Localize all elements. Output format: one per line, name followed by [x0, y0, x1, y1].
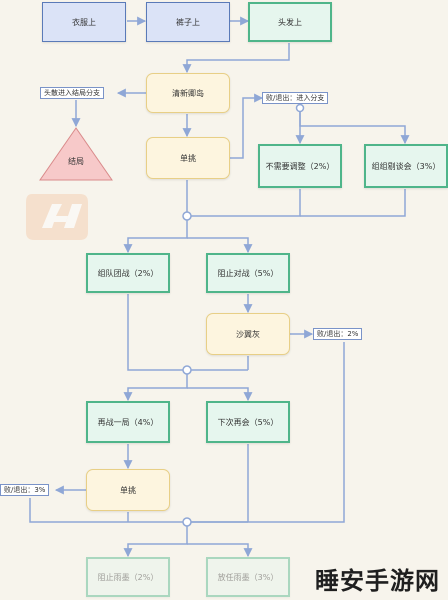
connector	[123, 526, 188, 558]
connector	[29, 498, 183, 523]
node-solo-2: 单挑	[86, 469, 170, 511]
tag-defeat-2: 败/退出：2%	[313, 328, 363, 340]
ending-triangle	[39, 127, 113, 181]
connector	[123, 374, 188, 402]
node-hair-up: 头发上	[248, 2, 332, 42]
node-sand-beauty: 沙翼灰	[206, 313, 290, 355]
node-solo-1: 单挑	[146, 137, 230, 179]
watermark-logo-icon	[26, 194, 88, 240]
node-clear-stage: 清新卿岛	[146, 73, 230, 113]
connector	[123, 220, 188, 254]
node-stop-fight: 阻止对战（5%）	[206, 253, 290, 293]
node-group-battle: 组队团战（2%）	[86, 253, 170, 293]
node-stop-rain: 阻止雨墨（2%）	[86, 557, 170, 597]
merge-node	[182, 211, 192, 221]
tag-defeat-branch: 败/退出：进入分支	[262, 92, 329, 104]
node-next-meet: 下次再会（5%）	[206, 401, 290, 443]
node-group-exit: 组组剔谈会（3%）	[364, 144, 448, 188]
connector	[191, 189, 301, 217]
connector	[187, 387, 253, 402]
node-fight-again: 再战一局（4%）	[86, 401, 170, 443]
merge-node	[182, 517, 192, 527]
connector	[182, 43, 290, 74]
node-no-adjust: 不需要调整（2%）	[258, 144, 342, 188]
connector	[187, 237, 253, 254]
merge-node	[182, 365, 192, 375]
split-node	[295, 103, 305, 113]
tag-defeat-3: 败/退出：3%	[0, 484, 50, 496]
connector	[230, 93, 264, 159]
node-let-rain: 放任雨墨（3%）	[206, 557, 290, 597]
connector	[299, 112, 410, 145]
connector	[300, 189, 406, 217]
connector	[127, 294, 183, 371]
node-ending: 结局	[68, 156, 84, 166]
tag-head-branch: 头散进入结局分支	[40, 87, 104, 99]
connector	[187, 543, 253, 558]
node-pants-up: 裤子上	[146, 2, 230, 42]
brand-watermark: 睡安手游网	[315, 567, 440, 595]
node-clothes-up: 衣服上	[42, 2, 126, 42]
